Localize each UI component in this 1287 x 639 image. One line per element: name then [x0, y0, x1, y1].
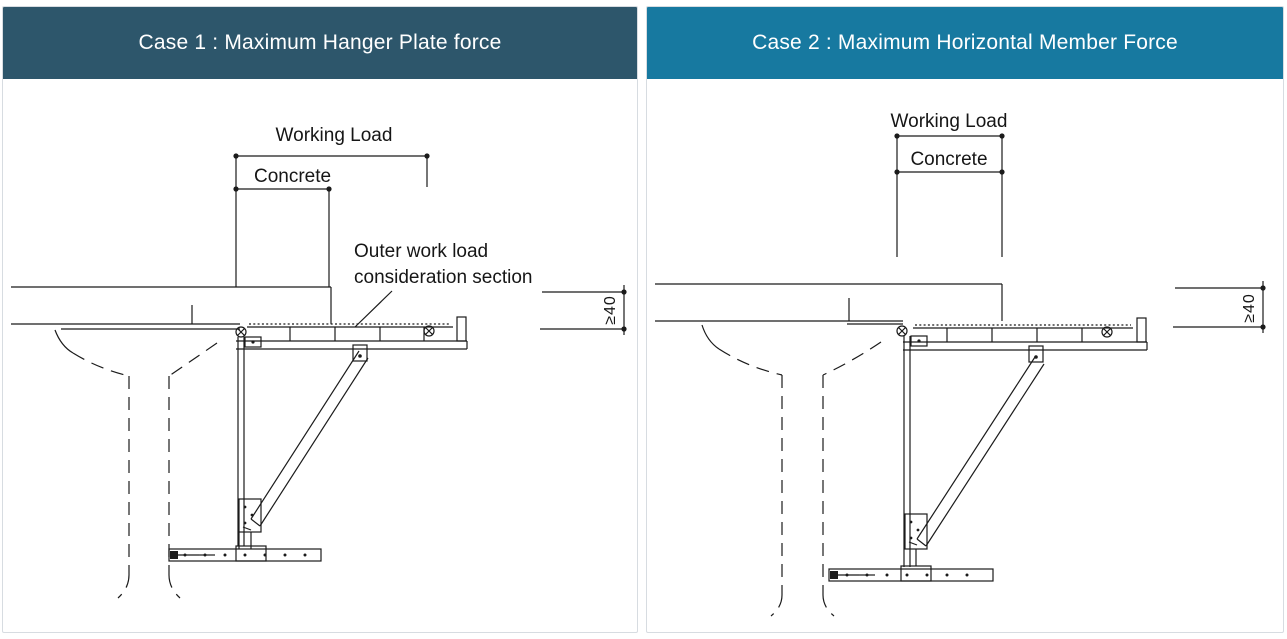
gusset-plate — [238, 498, 262, 533]
bottom-horizontal-member — [168, 548, 322, 562]
case1-drawing: Working Load Concrete Outer work load co… — [11, 125, 627, 599]
end-clamp — [830, 571, 838, 579]
case1-drawing-area: Working Load Concrete Outer work load co… — [3, 79, 637, 632]
bolt-symbol — [1101, 326, 1113, 338]
working-load-label: Working Load — [276, 125, 393, 146]
bolt-symbol — [896, 325, 908, 337]
concrete-label: Concrete — [254, 166, 331, 187]
diagonal-brace — [916, 345, 1045, 547]
hanger-plate-member — [896, 325, 928, 567]
bottom-assembly — [828, 513, 994, 582]
case2-title: Case 2 : Maximum Horizontal Member Force — [752, 31, 1178, 54]
dimension-label: ≥40 — [1241, 293, 1258, 323]
leader-line — [354, 290, 393, 328]
case1-panel: Case 1 : Maximum Hanger Plate force Work… — [2, 6, 638, 633]
end-post — [1136, 317, 1147, 343]
bolt-symbol — [423, 325, 435, 337]
case2-header: Case 2 : Maximum Horizontal Member Force — [647, 7, 1283, 79]
case1-header: Case 1 : Maximum Hanger Plate force — [3, 7, 637, 79]
dimension-marker: ≥40 — [1173, 281, 1266, 333]
concrete-label: Concrete — [910, 149, 987, 170]
end-post — [456, 316, 467, 342]
outer-work-load-annotation: Outer work load consideration section — [354, 241, 533, 328]
case2-panel: Case 2 : Maximum Horizontal Member Force… — [646, 6, 1284, 633]
case2-drawing-area: Working Load Concrete — [647, 79, 1283, 632]
end-clamp — [170, 551, 178, 559]
case1-title: Case 1 : Maximum Hanger Plate force — [138, 31, 502, 54]
bottom-assembly — [168, 498, 322, 562]
case2-drawing: Working Load Concrete — [655, 111, 1266, 617]
bottom-horizontal-member — [828, 568, 994, 582]
annotation-line1: Outer work load — [354, 241, 488, 262]
bolt-symbol — [235, 326, 247, 338]
formwork-platform — [236, 316, 468, 350]
load-diagram: Working Load Concrete — [891, 111, 1008, 257]
diagonal-brace — [250, 344, 369, 527]
annotation-line2: consideration section — [354, 267, 533, 288]
foot-plate — [900, 565, 932, 582]
load-diagram: Working Load Concrete — [233, 125, 430, 287]
deck-slab — [11, 286, 332, 325]
deck-slab — [655, 283, 1003, 322]
hanger-plate-member — [235, 326, 262, 546]
girder-outline — [54, 328, 240, 599]
formwork-platform — [903, 317, 1148, 351]
dimension-marker: ≥40 — [540, 285, 627, 335]
working-load-label: Working Load — [891, 111, 1008, 132]
girder-outline — [701, 323, 903, 617]
dimension-label: ≥40 — [602, 295, 619, 325]
